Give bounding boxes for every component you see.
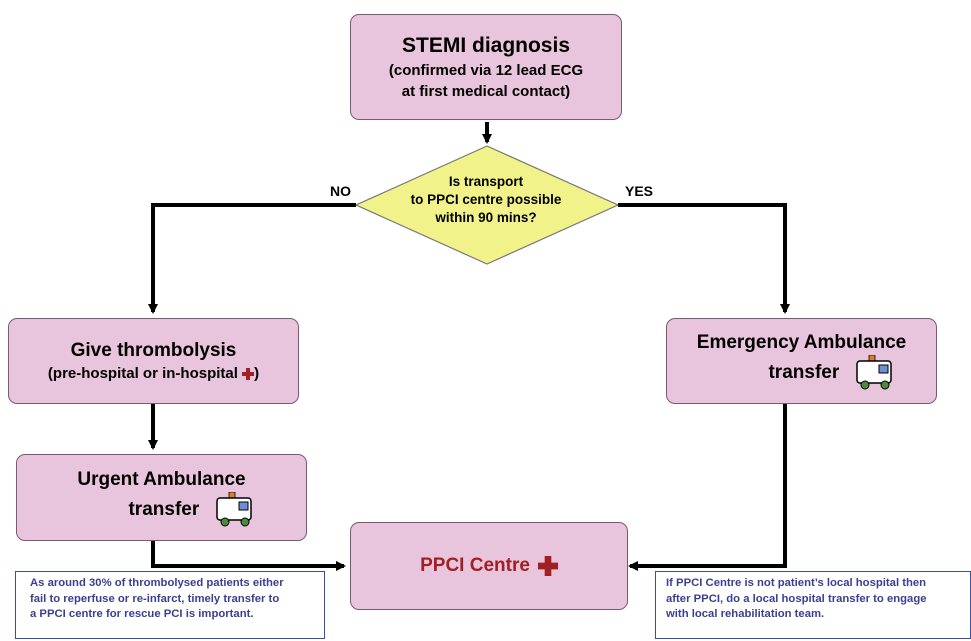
emergency-line1: Emergency Ambulance (696, 332, 907, 353)
note-left: As around 30% of thrombolysed patients e… (15, 571, 325, 639)
urgent-line2-row: transfer (68, 491, 254, 528)
decision-text: Is transport to PPCI centre possible wit… (410, 173, 562, 227)
note-right-line3: with local rehabilitation team. (666, 608, 825, 620)
note-left-line3: a PPCI centre for rescue PCI is importan… (30, 608, 254, 620)
decision-line2: to PPCI centre possible (410, 192, 562, 207)
arrow-urgent-to-ppci (151, 541, 346, 571)
red-cross-icon (242, 367, 255, 380)
note-right-line1: If PPCI Centre is not patient’s local ho… (666, 577, 927, 589)
decision-line1: Is transport (448, 174, 524, 189)
arrow-no-branch (148, 203, 356, 314)
stemi-sub-line2: at first medical contact) (401, 83, 571, 100)
note-left-line1: As around 30% of thrombolysed patients e… (30, 577, 284, 589)
urgent-ambulance-box: Urgent Ambulance transfer (16, 454, 307, 541)
note-left-line2: fail to reperfuse or re-infarct, timely … (30, 592, 280, 605)
ppci-label: PPCI Centre (420, 555, 530, 576)
emergency-line2-row: transfer (708, 355, 894, 391)
urgent-line2: transfer (128, 498, 200, 520)
note-right-line2: after PPCI, do a local hospital transfer… (666, 592, 927, 605)
arrow-emergency-to-ppci (628, 404, 787, 571)
stemi-diagnosis-box: STEMI diagnosis (confirmed via 12 lead E… (350, 14, 622, 120)
thrombolysis-sub-text: (pre-hospital or in-hospital (47, 364, 243, 382)
emergency-line2: transfer (768, 362, 840, 384)
yes-label: YES (625, 183, 654, 199)
ambulance-icon (215, 491, 252, 526)
ambulance-icon (855, 355, 892, 390)
arrow-yes-branch (618, 203, 790, 314)
emergency-ambulance-box: Emergency Ambulance transfer (666, 318, 937, 404)
note-right: If PPCI Centre is not patient’s local ho… (655, 571, 971, 639)
thrombolysis-title: Give thrombolysis (70, 339, 237, 361)
red-cross-icon (537, 556, 558, 576)
urgent-line1: Urgent Ambulance (77, 468, 246, 490)
stemi-sub-line1: (confirmed via 12 lead ECG (388, 62, 584, 79)
thrombolysis-sub-end: ) (254, 364, 260, 382)
stemi-title: STEMI diagnosis (401, 34, 571, 57)
thrombolysis-sub: (pre-hospital or in-hospital ) (48, 363, 259, 384)
no-label: NO (330, 183, 351, 199)
decision-diamond (354, 145, 620, 265)
thrombolysis-box: Give thrombolysis (pre-hospital or in-ho… (8, 318, 299, 404)
ppci-centre-box: PPCI Centre (350, 522, 628, 610)
decision-line3: within 90 mins? (435, 210, 537, 225)
